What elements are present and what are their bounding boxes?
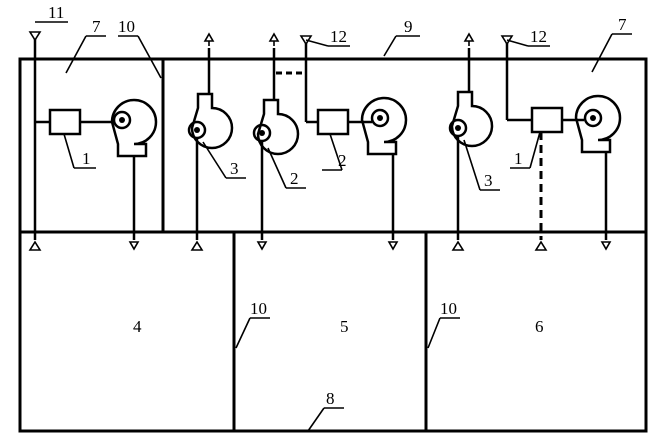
fan-unit-middle bbox=[360, 96, 408, 156]
exhaust-up-icon bbox=[464, 33, 474, 47]
label-6: 6 bbox=[535, 317, 544, 336]
label-10-lower-right: 10 bbox=[440, 299, 457, 318]
fan-2-left bbox=[252, 98, 300, 156]
inlet-up-icon bbox=[452, 241, 464, 251]
label-4: 4 bbox=[133, 317, 142, 336]
label-1-right: 1 bbox=[514, 149, 523, 168]
down-arrow-icon bbox=[257, 241, 267, 250]
label-9: 9 bbox=[404, 17, 413, 36]
exhaust-up-icon bbox=[269, 33, 279, 47]
down-arrow-icon bbox=[388, 241, 398, 250]
label-5: 5 bbox=[340, 317, 349, 336]
inlet-11-icon bbox=[29, 31, 41, 41]
label-3-left: 3 bbox=[230, 159, 239, 178]
label-8: 8 bbox=[326, 389, 335, 408]
fan-3-right bbox=[448, 90, 494, 148]
down-arrow-icon bbox=[129, 241, 139, 250]
label-1-left: 1 bbox=[82, 149, 91, 168]
controller-1-right bbox=[530, 106, 564, 134]
label-10-upper: 10 bbox=[118, 17, 135, 36]
down-arrow-icon bbox=[601, 241, 611, 250]
label-2-middle: 2 bbox=[338, 151, 347, 170]
label-10-lower-left: 10 bbox=[250, 299, 267, 318]
inlet-up-icon bbox=[535, 241, 547, 251]
fan-3-left bbox=[187, 92, 234, 150]
label-11: 11 bbox=[48, 3, 64, 22]
label-12-right: 12 bbox=[530, 27, 547, 46]
controller-1-left bbox=[48, 108, 82, 136]
label-7-right: 7 bbox=[618, 15, 627, 34]
fan-unit-left bbox=[110, 98, 158, 158]
inlet-up-icon bbox=[191, 241, 203, 251]
exhaust-up-icon bbox=[204, 33, 214, 47]
fan-unit-right bbox=[574, 94, 622, 154]
label-7-left: 7 bbox=[92, 17, 101, 36]
building-outline bbox=[18, 57, 648, 433]
controller-2 bbox=[316, 108, 350, 136]
label-12-middle: 12 bbox=[330, 27, 347, 46]
outlet-arrow-icon bbox=[29, 241, 41, 251]
leader-lines bbox=[35, 21, 632, 432]
label-3-right: 3 bbox=[484, 171, 493, 190]
label-2-left: 2 bbox=[290, 169, 299, 188]
